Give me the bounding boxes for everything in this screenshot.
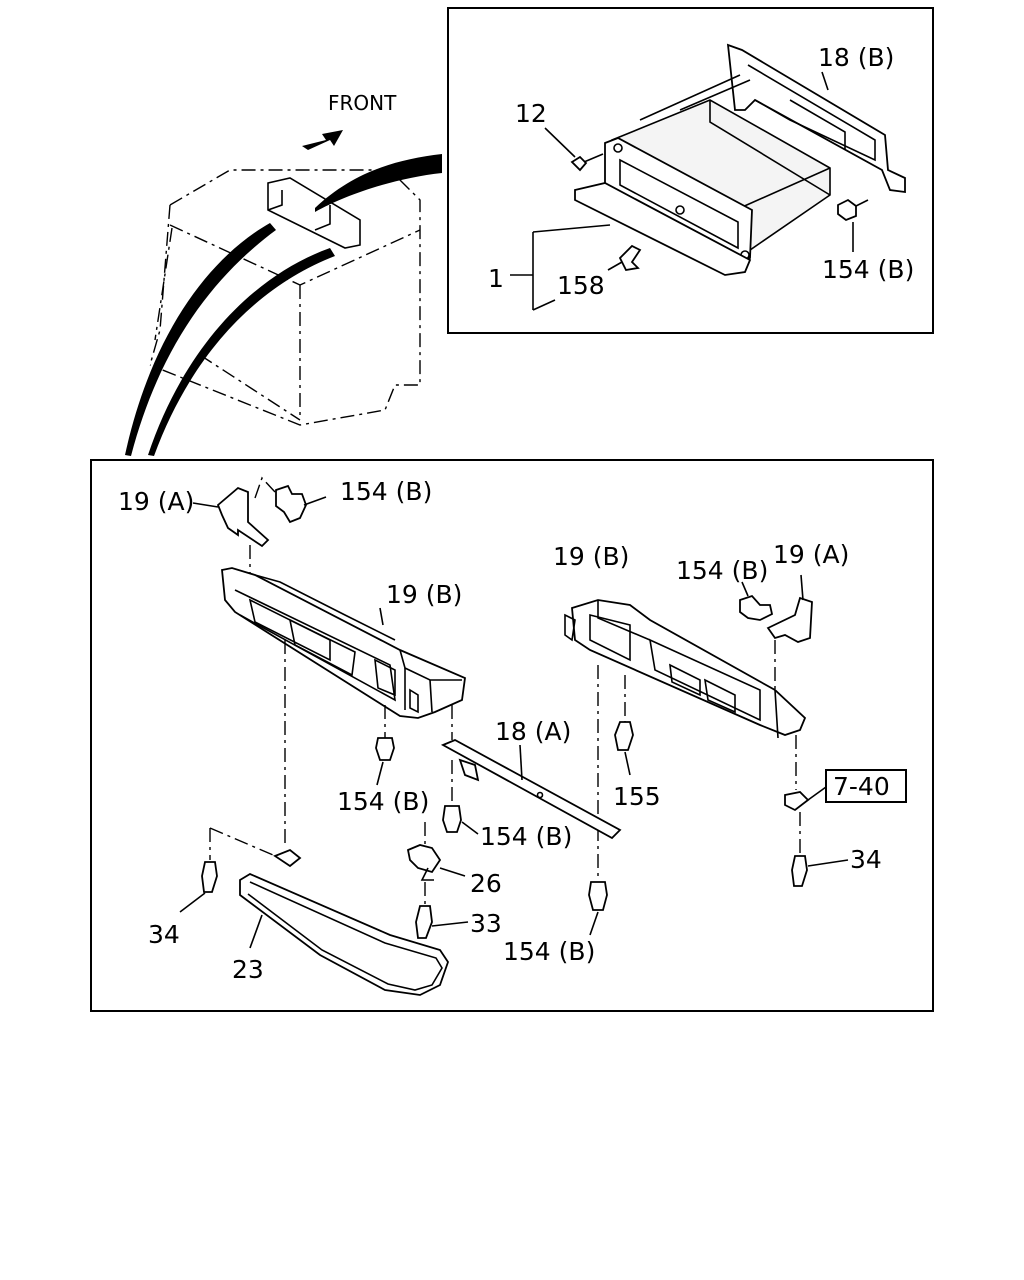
label-154b-d: 154 (B) <box>480 822 572 851</box>
label-154b-a: 154 (B) <box>340 477 432 506</box>
label-154b-c: 154 (B) <box>337 787 429 816</box>
leader-sweeps <box>125 154 442 456</box>
label-33: 33 <box>470 909 502 938</box>
detail-box-bottom: 19 (A) 154 (B) 19 (B) 19 (B) 154 (B) 19 … <box>90 459 934 1012</box>
label-155: 155 <box>613 782 661 811</box>
label-12: 12 <box>515 99 547 128</box>
label-26: 26 <box>470 869 502 898</box>
front-label: FRONT <box>328 91 397 115</box>
detail-box-top: 18 (B) 12 154 (B) 1 158 <box>447 7 934 334</box>
label-18b-top: 18 (B) <box>818 43 894 72</box>
label-34-left: 34 <box>148 920 180 949</box>
label-19b-right: 19 (B) <box>553 542 629 571</box>
label-23: 23 <box>232 955 264 984</box>
label-19b-left: 19 (B) <box>386 580 462 609</box>
label-154b-e: 154 (B) <box>503 937 595 966</box>
front-arrow: FRONT <box>302 91 397 150</box>
label-19a-left: 19 (A) <box>118 487 194 516</box>
label-18a: 18 (A) <box>495 717 571 746</box>
cab-overview <box>149 169 421 426</box>
label-34-right: 34 <box>850 845 882 874</box>
label-1: 1 <box>488 264 504 293</box>
label-154b-top: 154 (B) <box>822 255 914 284</box>
label-19a-right: 19 (A) <box>773 540 849 569</box>
label-7-40: 7-40 <box>833 772 890 801</box>
label-154b-b: 154 (B) <box>676 556 768 585</box>
label-158: 158 <box>557 271 605 300</box>
